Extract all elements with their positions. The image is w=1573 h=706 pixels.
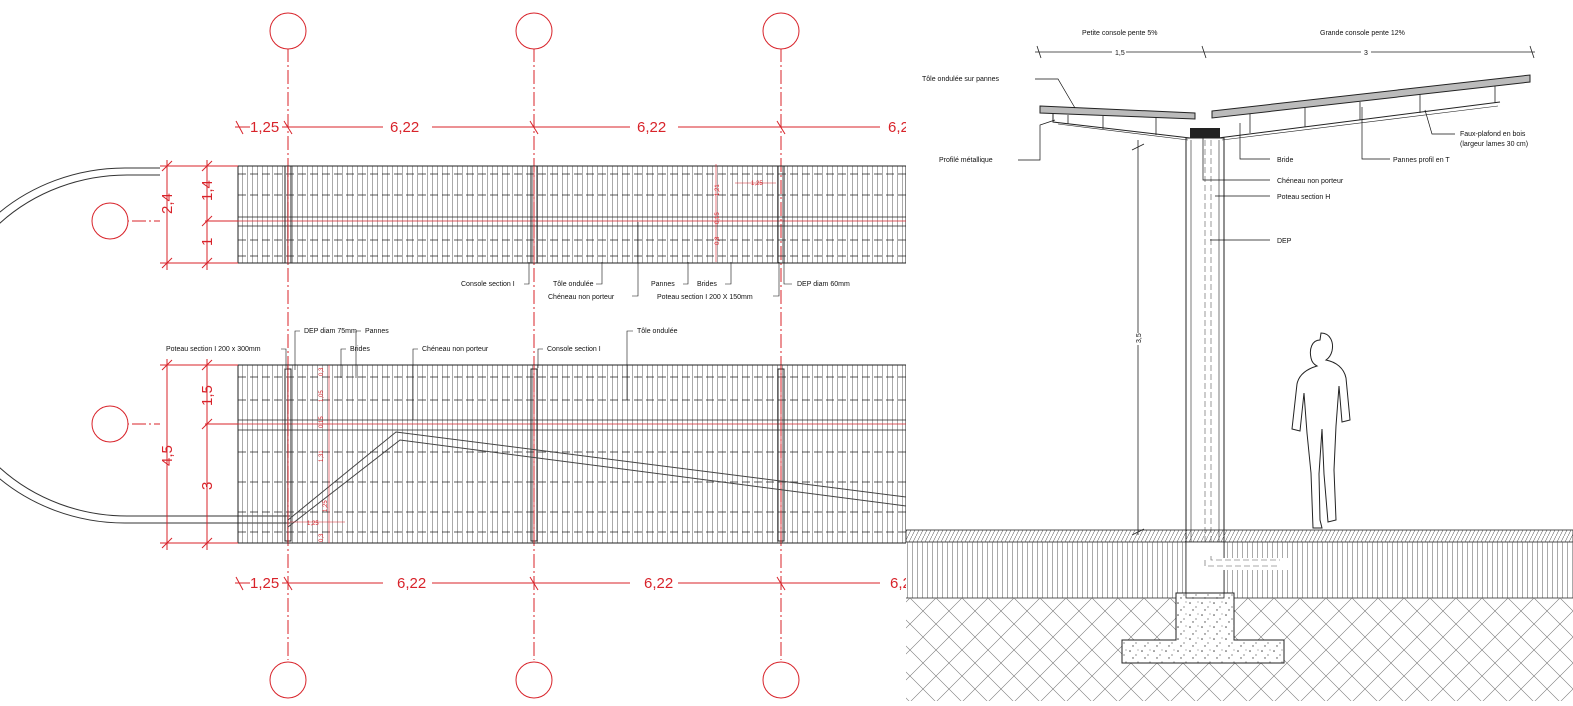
plan-view: 1,25 6,22 6,22 6,2 1,25 6,22 6,22 6,2: [0, 12, 911, 699]
dim-top-4: 6,2: [888, 119, 909, 136]
grid-bubble: [515, 661, 553, 699]
lower-small-a: 0,3: [319, 367, 325, 376]
lower-label-tole: Tôle ondulée: [637, 328, 678, 335]
lower-label-cheneau: Chéneau non porteur: [422, 346, 489, 353]
dim-bottom-4: 6,2: [890, 575, 911, 592]
lower-leaders: [281, 330, 633, 420]
upper-small-d: 1,25: [751, 181, 763, 187]
lower-label-brides: Brides: [350, 346, 370, 353]
lower-label-dep: DEP diam 75mm: [304, 328, 357, 335]
roof-section: [1039, 74, 1531, 141]
upper-label-brides: Brides: [697, 281, 717, 288]
upper-label-poteau: Poteau section I 200 X 150mm: [657, 294, 753, 301]
lower-label-poteau: Poteau section I 200 x 300mm: [166, 346, 261, 353]
grid-bubble: [91, 405, 129, 443]
grid-bubble: [762, 661, 800, 699]
lower-left-dims: [160, 359, 238, 550]
dim-bottom-3: 6,22: [644, 575, 673, 592]
grid-lines: [110, 48, 782, 660]
lower-small-f: 1,25: [323, 500, 329, 512]
lower-small-dims: [290, 365, 345, 543]
upper-small-c: 0,8: [715, 236, 721, 245]
ground-section: [905, 529, 1573, 701]
section-label-faux-plafond-1: Faux-plafond en bois: [1460, 131, 1526, 138]
section-dim-left: 1,5: [1115, 50, 1125, 57]
plan-curve-outer: [0, 167, 290, 524]
section-label-cheneau: Chéneau non porteur: [1277, 178, 1344, 185]
dim-lower-1: 1,5: [199, 385, 216, 406]
lower-small-g: 0,3: [319, 533, 325, 542]
grid-bubble: [269, 661, 307, 699]
grid-bubbles: [91, 12, 800, 699]
upper-label-tole: Tôle ondulée: [553, 281, 594, 288]
section-label-pannes-t: Pannes profil en T: [1393, 157, 1450, 164]
dim-bottom-1: 1,25: [250, 575, 279, 592]
lower-small-e: 1,25: [307, 521, 319, 527]
upper-small-dims: [715, 164, 776, 262]
person-silhouette: [1291, 332, 1351, 529]
plan-curve-inner: [0, 174, 290, 517]
dim-lower-2: 3: [199, 482, 216, 490]
dim-top-2: 6,22: [390, 119, 419, 136]
lower-label-pannes: Pannes: [365, 328, 389, 335]
lower-small-c: 0,15: [319, 416, 325, 428]
section-view: Petite console pente 5% Grande console p…: [905, 0, 1573, 701]
upper-small-a: 1,21: [715, 184, 721, 196]
top-dim-line: [235, 120, 880, 135]
section-top-right: Grande console pente 12%: [1320, 30, 1405, 37]
lower-small-b: 1,05: [319, 390, 325, 402]
dim-upper-2: 1: [199, 238, 216, 246]
dim-top-1: 1,25: [250, 119, 279, 136]
dim-upper-width: 2,4: [159, 193, 176, 214]
bottom-dim-line: [235, 576, 880, 591]
section-leaders: [1018, 78, 1455, 241]
dim-upper-1: 1,4: [199, 180, 216, 201]
upper-roof-plan: [237, 165, 907, 264]
section-label-faux-plafond-2: (largeur lames 30 cm): [1460, 141, 1528, 148]
section-top-left: Petite console pente 5%: [1082, 30, 1158, 37]
section-dim-right: 3: [1364, 50, 1368, 57]
section-label-bride: Bride: [1277, 157, 1293, 164]
lower-label-console: Console section I: [547, 346, 601, 353]
section-label-profile: Profilé métallique: [939, 157, 993, 164]
section-height-dim: 3,5: [1136, 333, 1143, 343]
upper-small-b: 0,15: [715, 212, 721, 224]
dim-bottom-2: 6,22: [397, 575, 426, 592]
upper-leaders: [524, 222, 792, 297]
upper-label-console: Console section I: [461, 281, 515, 288]
grid-bubble: [762, 12, 800, 50]
dim-lower-width: 4,5: [159, 445, 176, 466]
lower-small-d: 1,31: [319, 450, 325, 462]
section-label-dep: DEP: [1277, 238, 1292, 245]
section-label-poteau: Poteau section H: [1277, 194, 1330, 201]
upper-left-dims: [160, 160, 238, 270]
upper-label-pannes: Pannes: [651, 281, 675, 288]
dim-top-3: 6,22: [637, 119, 666, 136]
grid-bubble: [269, 12, 307, 50]
grid-bubble: [515, 12, 553, 50]
upper-label-cheneau: Chéneau non porteur: [548, 294, 615, 301]
lower-roof-plan: [237, 364, 907, 544]
section-label-tole: Tôle ondulée sur pannes: [922, 76, 1000, 83]
upper-label-dep: DEP diam 60mm: [797, 281, 850, 288]
grid-bubble: [91, 202, 129, 240]
